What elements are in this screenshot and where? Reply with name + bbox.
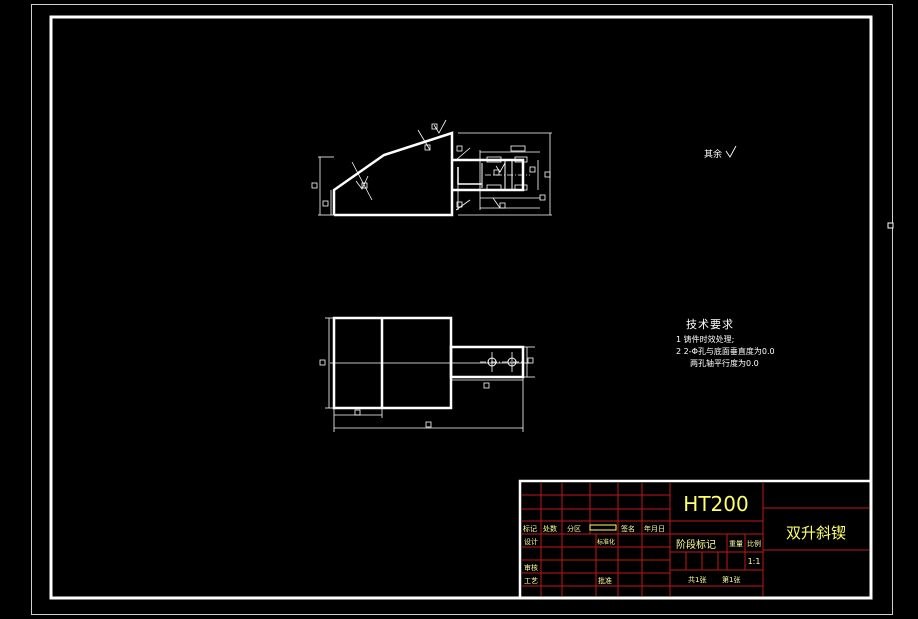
row-design: 设计: [524, 537, 538, 546]
tech-requirements-title: 技术要求: [686, 318, 734, 331]
sheet-border: [31, 4, 893, 615]
scale-value: 1:1: [748, 557, 761, 566]
material-label: HT200: [683, 492, 748, 516]
front-view: [311, 119, 552, 217]
tech-requirement-3: 两孔轴平行度为0.0: [690, 358, 759, 368]
tech-requirement-1: 1 铸件时效处理;: [676, 334, 734, 344]
row-check: 审核: [524, 563, 538, 572]
stage-label: 阶段标记: [676, 538, 716, 551]
top-view: [319, 316, 535, 432]
surface-note: 其余: [704, 148, 722, 160]
sheet-number: 第1张: [722, 575, 740, 584]
hdr-date: 年月日: [644, 524, 665, 533]
tech-requirement-2: 2 2-Φ孔与底面垂直度为0.0: [676, 346, 775, 356]
frame-grip[interactable]: [887, 222, 894, 229]
row-standard: 标准化: [597, 538, 615, 546]
drawing-frame: [49, 15, 873, 600]
title-block: HT200 双升斜锲 阶段标记 重量 比例 1:1 共1张 第1张 标记 处数 …: [518, 479, 873, 600]
row-process: 工艺: [524, 577, 538, 585]
surface-finish-icon: [725, 145, 737, 158]
scale-label: 比例: [747, 539, 761, 548]
hdr-zone: 分区: [567, 524, 581, 533]
part-name: 双升斜锲: [786, 524, 846, 542]
row-approve: 批准: [598, 576, 612, 585]
hdr-count: 处数: [543, 524, 557, 533]
weight-label: 重量: [729, 540, 743, 548]
hdr-mark: 标记: [523, 524, 537, 533]
title-block-border: [518, 479, 873, 600]
top-lug: [449, 345, 525, 379]
front-outline: [332, 131, 454, 217]
hdr-sign: 签名: [621, 524, 635, 533]
notes: 其余 技术要求 1 铸件时效处理; 2 2-Φ孔与底面垂直度为0.0 两孔轴平行…: [676, 145, 775, 368]
sheets-total: 共1张: [688, 575, 706, 584]
